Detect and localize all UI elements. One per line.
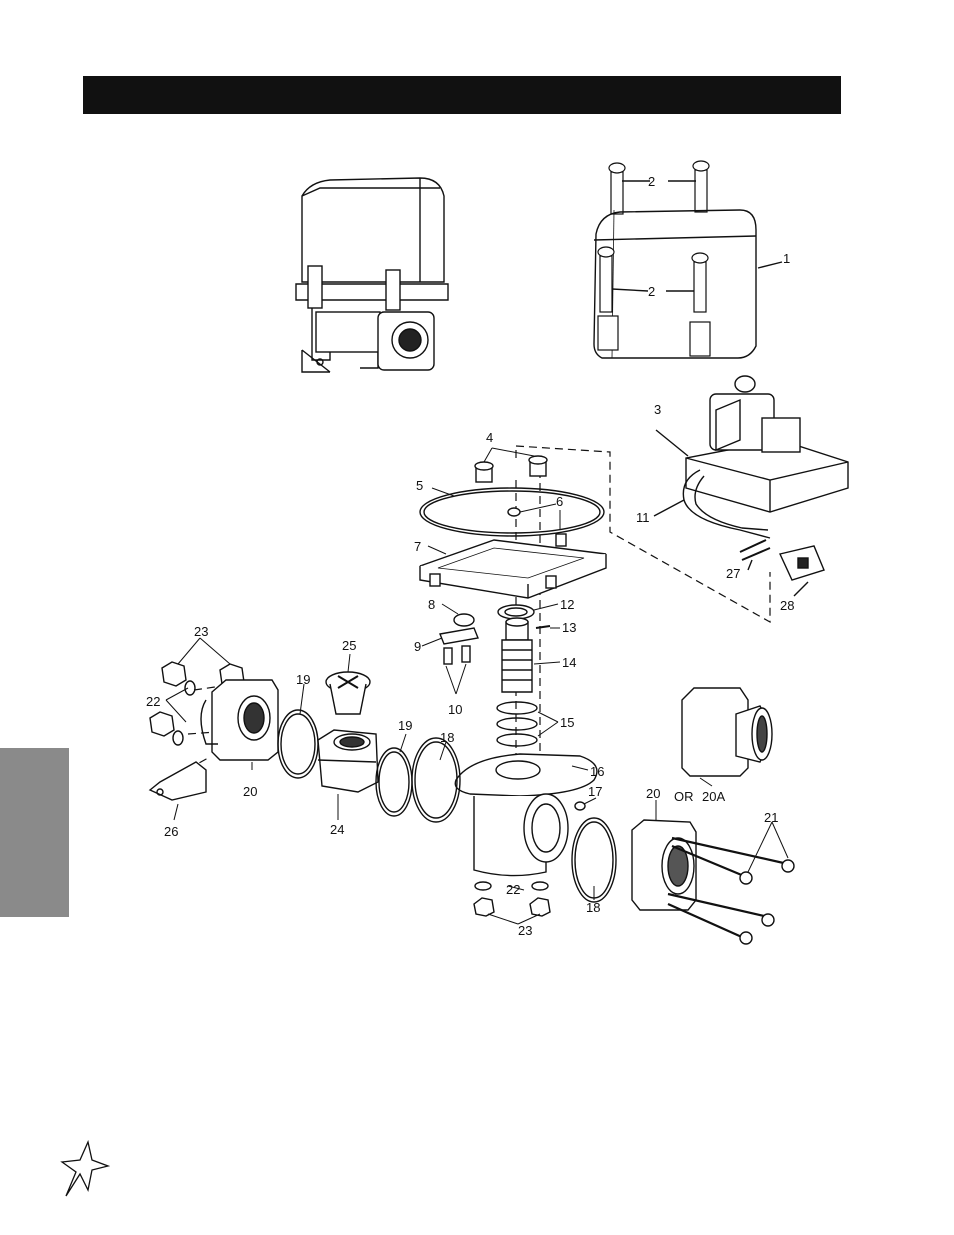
callout-2b: 2 [648, 284, 655, 299]
callout-24: 24 [330, 822, 344, 837]
callout-7: 7 [414, 539, 421, 554]
callout-12: 12 [560, 597, 574, 612]
star-logo-icon [60, 1140, 110, 1197]
callout-16: 16 [590, 764, 604, 779]
callout-21: 21 [764, 810, 778, 825]
callout-20a: 20 [243, 784, 257, 799]
leader-lines [165, 447, 789, 925]
callout-25: 25 [342, 638, 356, 653]
callout-3: 3 [654, 402, 661, 417]
callout-27: 27 [726, 566, 740, 581]
callout-17: 17 [588, 784, 602, 799]
header-bar [83, 76, 841, 114]
left-parts-illustration [148, 661, 461, 823]
assembled-actuator-illustration [295, 177, 449, 373]
callout-26: 26 [164, 824, 178, 839]
or-label: OR [674, 789, 694, 804]
section-side-tab [0, 748, 69, 917]
callout-2a: 2 [648, 174, 655, 189]
top-plate-illustration [419, 455, 607, 599]
callout-23b: 23 [518, 923, 532, 938]
callout-18b: 18 [586, 900, 600, 915]
callout-15: 15 [560, 715, 574, 730]
callout-6: 6 [556, 494, 563, 509]
callout-8: 8 [428, 597, 435, 612]
callout-14: 14 [562, 655, 576, 670]
callout-labels: 1 2 2 3 4 5 6 7 8 9 10 11 12 13 14 15 16… [146, 174, 794, 938]
valve-body-illustration [454, 753, 617, 917]
callout-9: 9 [414, 639, 421, 654]
callout-20a-alt: 20A [702, 789, 725, 804]
callout-28: 28 [780, 598, 794, 613]
callout-19b: 19 [398, 718, 412, 733]
callout-10: 10 [448, 702, 462, 717]
connector-illustration [739, 539, 825, 597]
callout-23a: 23 [194, 624, 208, 639]
callout-20b: 20 [646, 786, 660, 801]
callout-11: 11 [636, 510, 650, 525]
callout-4: 4 [486, 430, 493, 445]
callout-22a: 22 [146, 694, 160, 709]
callout-18a: 18 [440, 730, 454, 745]
callout-13: 13 [562, 620, 576, 635]
cover-and-screws-illustration [593, 160, 783, 359]
callout-19a: 19 [296, 672, 310, 687]
motor-assembly-illustration [653, 375, 849, 539]
callout-5: 5 [416, 478, 423, 493]
callout-1: 1 [783, 251, 790, 266]
right-flange-illustration [631, 687, 795, 945]
callout-22b: 22 [506, 882, 520, 897]
shaft-stack-illustration [439, 604, 551, 747]
